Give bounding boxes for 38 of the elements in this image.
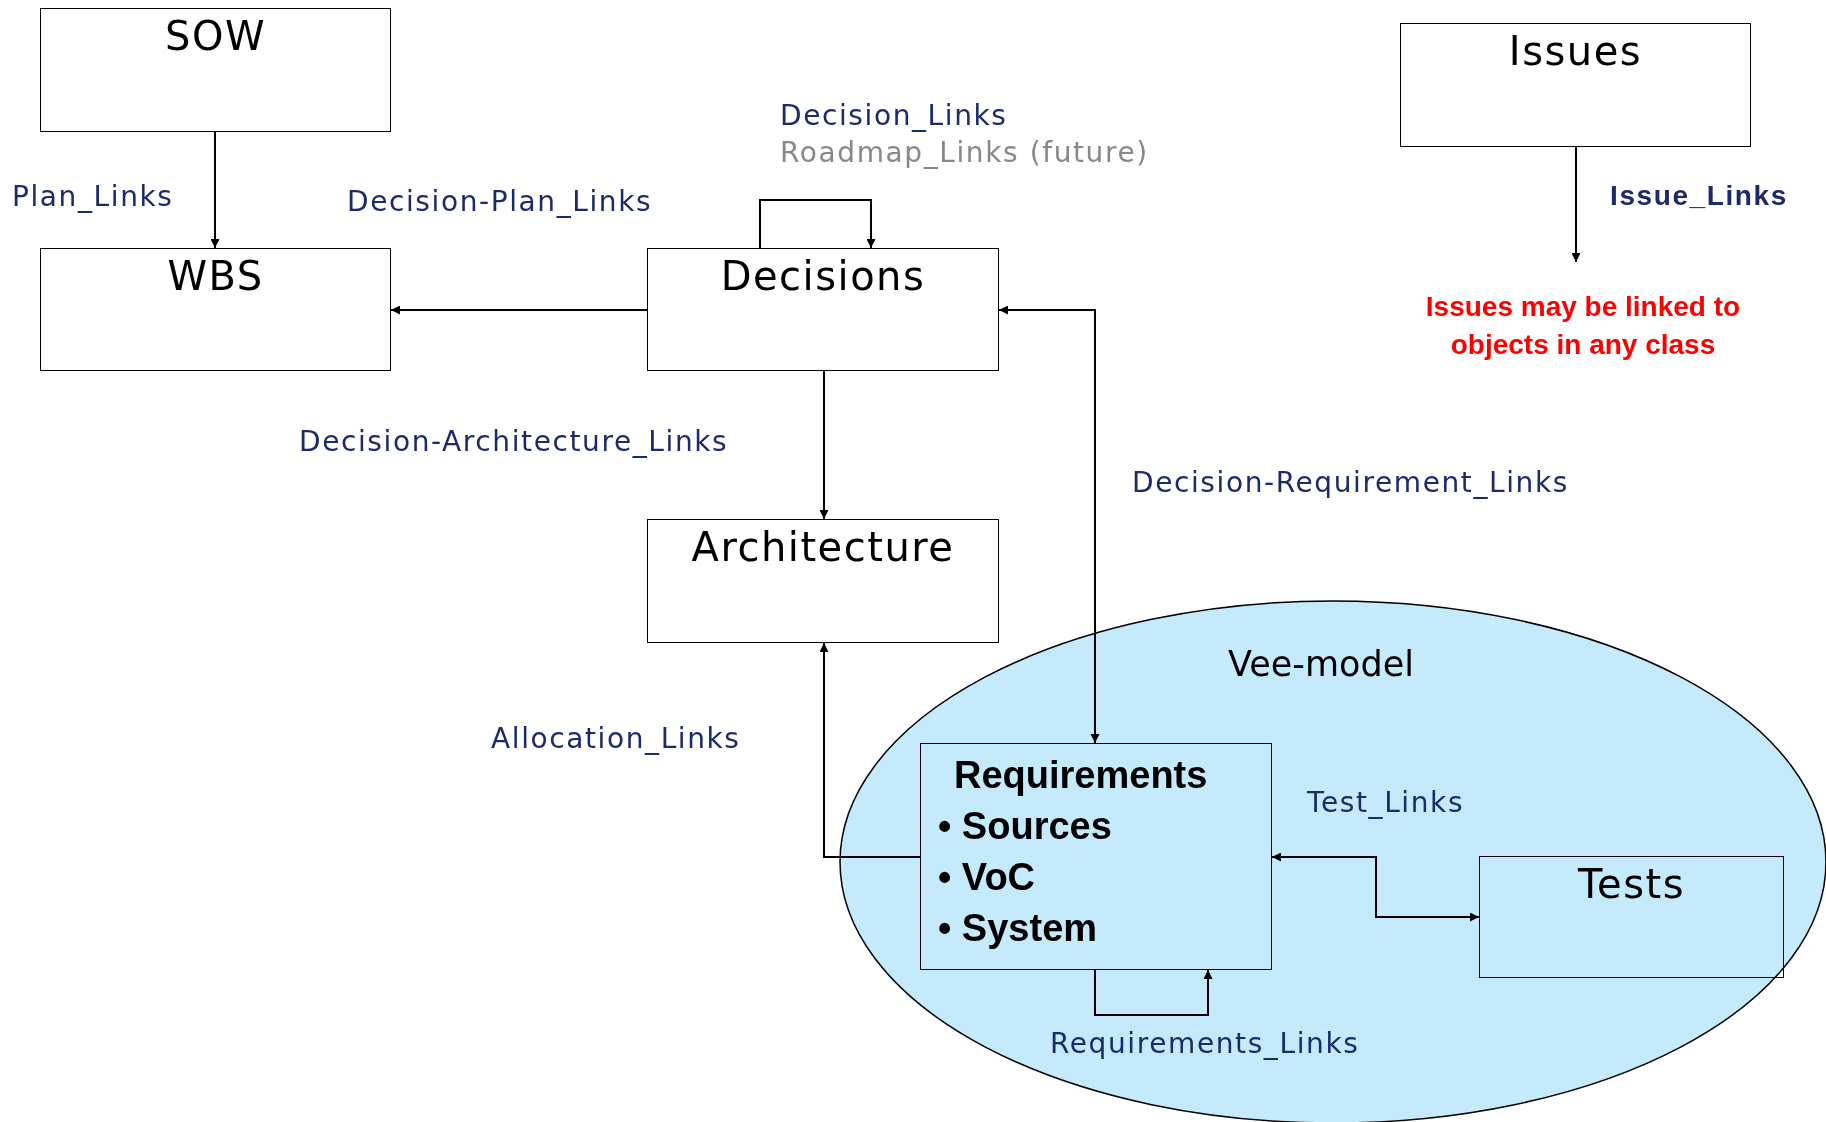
arrow: [998, 305, 1100, 744]
box-label: Tests: [1577, 861, 1686, 907]
arrow: [1094, 969, 1213, 1016]
edge-label: Requirements_Links: [1050, 1027, 1360, 1060]
box-heading: Requirements: [954, 754, 1208, 797]
process-box: [1479, 856, 1784, 978]
note-text: Issues may be linked to objects in any class: [1424, 290, 1742, 362]
process-box: [40, 248, 391, 371]
process-box: [1400, 23, 1751, 147]
arrow: [819, 370, 829, 520]
box-label: SOW: [165, 13, 266, 59]
process-box: [920, 743, 1272, 970]
edge-label: Decision-Architecture_Links: [299, 425, 729, 458]
edge-label: Allocation_Links: [491, 722, 741, 755]
arrow: [1571, 146, 1581, 263]
box-label: Issues: [1508, 28, 1643, 74]
process-box: [647, 519, 999, 643]
edge-label: Issue_Links: [1610, 180, 1788, 212]
arrow: [1271, 852, 1480, 922]
list-item: • VoC: [938, 856, 1036, 899]
list-item: • Sources: [938, 805, 1112, 848]
arrow: [819, 642, 921, 858]
process-box: [40, 8, 391, 132]
edge-label: Plan_Links: [12, 180, 174, 213]
note-text: Roadmap_Links (future): [780, 136, 1149, 169]
arrow: [390, 305, 648, 315]
group-label: Vee-model: [1228, 644, 1414, 684]
arrow: [210, 131, 220, 249]
edge-label: Decision-Plan_Links: [347, 185, 653, 218]
arrow: [759, 199, 876, 249]
box-label: Decisions: [720, 253, 926, 299]
edge-label: Decision-Requirement_Links: [1132, 466, 1569, 499]
edge-label: Decision_Links: [780, 99, 1008, 132]
list-item: • System: [938, 907, 1098, 950]
edge-label: Test_Links: [1307, 786, 1465, 819]
process-box: [647, 248, 999, 371]
box-label: Architecture: [691, 524, 955, 570]
box-label: WBS: [167, 253, 264, 299]
